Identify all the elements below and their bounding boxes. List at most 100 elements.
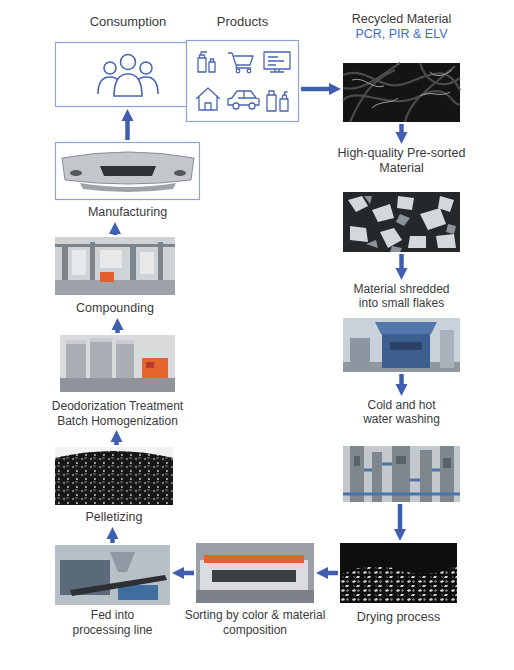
plastic-chunks: [364, 196, 456, 252]
step-label: Compounding: [55, 301, 175, 316]
process-step: High-quality Pre-sorted Material: [343, 146, 460, 252]
bottle-icon: [198, 52, 215, 72]
flow-arrow: [125, 121, 130, 140]
floor: [196, 590, 314, 603]
platform: [350, 338, 370, 368]
processing-line-photo: [55, 545, 170, 605]
process-step: Manufacturing: [55, 142, 200, 220]
compounding-photo: [55, 237, 175, 295]
process-step: Cold and hot water washing: [343, 398, 460, 502]
flow-arrow: [301, 87, 329, 92]
process-step: Drying process: [340, 543, 457, 625]
process-step: Pelletizing: [55, 447, 173, 525]
pellet-pile: [55, 451, 173, 505]
flow-arrow: [114, 442, 119, 445]
recycled-photo: [343, 63, 460, 122]
step-label: Material shredded into small flakes: [343, 282, 460, 311]
bumper-grille: [100, 166, 156, 176]
step-label: Products: [186, 14, 299, 30]
car-wheel: [233, 103, 239, 109]
consumption-frame: [56, 43, 201, 107]
process-step: Consumption: [55, 14, 201, 107]
manufacturing-frame: [56, 143, 200, 200]
flow-arrow: [398, 504, 403, 529]
silo-tops: [66, 338, 134, 344]
step-label: Cold and hot water washing: [354, 398, 449, 427]
person-head: [121, 55, 136, 70]
machine-panel: [390, 342, 422, 350]
shredder-machine: [382, 334, 430, 368]
flow-arrow: [399, 374, 404, 384]
bumper: [62, 152, 194, 184]
flow-arrow: [399, 124, 404, 132]
steel-frame: [55, 242, 175, 280]
machine-base: [118, 585, 158, 600]
flow-arrow: [399, 254, 404, 268]
orange-machine: [142, 358, 168, 378]
flow-arrow: [184, 571, 194, 576]
product-icons: [196, 52, 290, 111]
cabinet: [440, 330, 454, 368]
cart-wheel: [247, 69, 251, 73]
machine-detail: [354, 456, 451, 468]
cart-wheel: [236, 69, 240, 73]
step-label: Pelletizing: [55, 510, 173, 525]
step-label: Manufacturing: [55, 205, 200, 220]
fog-light: [70, 170, 82, 176]
step-label: Deodorization Treatment Batch Homogeniza…: [38, 399, 198, 428]
bottle-icon: [267, 91, 288, 111]
presorted-photo: [343, 192, 460, 252]
tanks: [72, 250, 154, 275]
pellet-pile: [55, 451, 173, 505]
sorter-band: [204, 555, 304, 563]
process-step: Fed into processing line: [55, 545, 170, 637]
flake-pile: [340, 565, 457, 603]
bumper-lip: [80, 183, 176, 192]
deodorization-photo: [60, 335, 175, 392]
sorting-photo: [196, 543, 314, 603]
person-body: [114, 74, 142, 96]
step-label: Sorting by color & material composition: [183, 608, 328, 637]
car-icon: [228, 91, 259, 105]
step-label: High-quality Pre-sorted Material: [337, 146, 467, 176]
floor: [60, 378, 175, 392]
wire-bundle: [343, 63, 460, 122]
hopper: [375, 322, 437, 334]
step-label: Recycled Material: [343, 12, 460, 27]
flow-arrow: [115, 330, 120, 333]
process-step: Material shredded into small flakes: [343, 282, 460, 372]
house-icon: [196, 88, 220, 110]
cart-icon: [228, 53, 253, 68]
silos: [66, 338, 134, 378]
wire-highlight: [352, 70, 452, 108]
process-step: Compounding: [55, 237, 175, 316]
washing-photo: [343, 446, 460, 502]
flow-arrow: [110, 539, 115, 543]
drying-photo: [340, 543, 457, 603]
step-label: Fed into processing line: [63, 608, 163, 637]
machine-detail: [146, 362, 154, 368]
car-wheel: [249, 103, 255, 109]
process-step: Recycled MaterialPCR, PIR & ELV: [343, 12, 460, 122]
sorter-body: [200, 560, 308, 590]
shredder-photo: [343, 318, 460, 372]
step-label: Drying process: [340, 610, 457, 625]
flow-arrow: [328, 571, 338, 576]
step-label: Consumption: [55, 14, 201, 30]
flow-arrow: [113, 234, 118, 235]
process-step: Products: [186, 14, 299, 122]
pipes: [343, 464, 460, 494]
step-sublabel: PCR, PIR & ELV: [343, 27, 460, 42]
conveyor: [70, 575, 167, 596]
forklift: [100, 272, 114, 282]
pellets-photo: [55, 447, 173, 505]
sorter-window: [212, 570, 296, 582]
fog-light: [174, 170, 186, 176]
process-step: Deodorization Treatment Batch Homogeniza…: [60, 335, 175, 428]
person-head: [104, 62, 116, 74]
people-icon: [98, 55, 158, 97]
person-head: [140, 62, 152, 74]
